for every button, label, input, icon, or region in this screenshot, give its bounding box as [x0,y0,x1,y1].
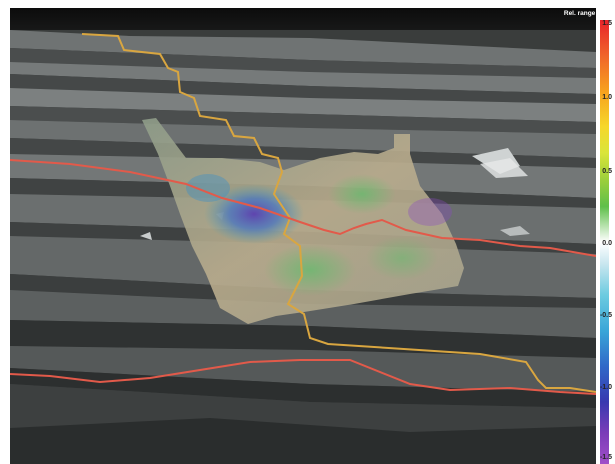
orange-profile-line [81,33,596,393]
colorbar-tick: 1.0 [602,94,612,101]
colorbar-gradient [600,20,609,464]
terrain-render [10,8,596,464]
red-profile-line-lower [10,359,596,395]
colorbar-tick: 0.5 [602,168,612,175]
white-artifacts [140,148,530,240]
colorbar-legend: Rel. range [mm] [564,0,615,464]
deformation-overlay [142,118,464,324]
colorbar-tick: 1.5 [602,20,612,27]
colorbar-tick: -1.0 [599,384,612,391]
colorbar-tick: -1.5 [599,454,612,461]
red-profile-line-upper [10,159,596,257]
colorbar-title: Rel. range [mm] [563,10,613,17]
colorbar-tick: -0.5 [599,312,612,319]
colorbar-tick: 0.0 [602,240,612,247]
terrain-scene[interactable] [10,8,596,464]
